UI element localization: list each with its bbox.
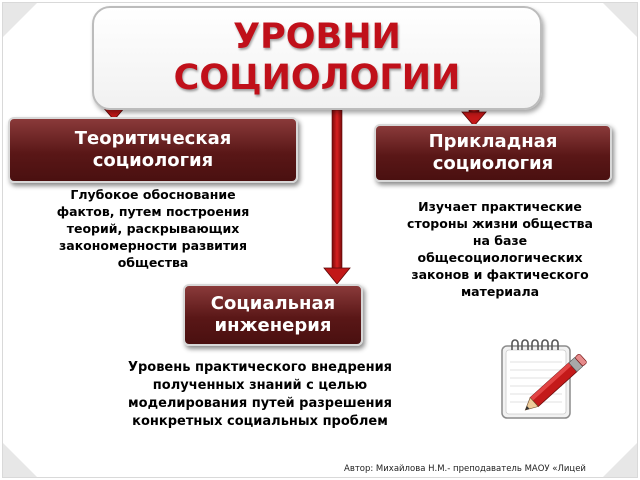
theory-heading: Теоритическая социология bbox=[8, 117, 298, 183]
theory-description: Глубокое обоснование фактов, путем постр… bbox=[56, 187, 250, 270]
engineering-description: Уровень практического внедрения полученн… bbox=[127, 360, 393, 429]
arrow-down-icon bbox=[323, 109, 351, 285]
page-title: УРОВНИ СОЦИОЛОГИИ bbox=[173, 17, 461, 98]
applied-heading: Прикладная социология bbox=[374, 124, 612, 182]
notepad-pencil-icon bbox=[501, 339, 587, 419]
title-box: УРОВНИ СОЦИОЛОГИИ bbox=[92, 6, 542, 110]
engineering-heading: Социальная инженерия bbox=[183, 284, 363, 346]
author-footer: Автор: Михайлова Н.М.- преподаватель МАО… bbox=[344, 464, 586, 474]
applied-description: Изучает практические стороны жизни общес… bbox=[407, 199, 593, 299]
